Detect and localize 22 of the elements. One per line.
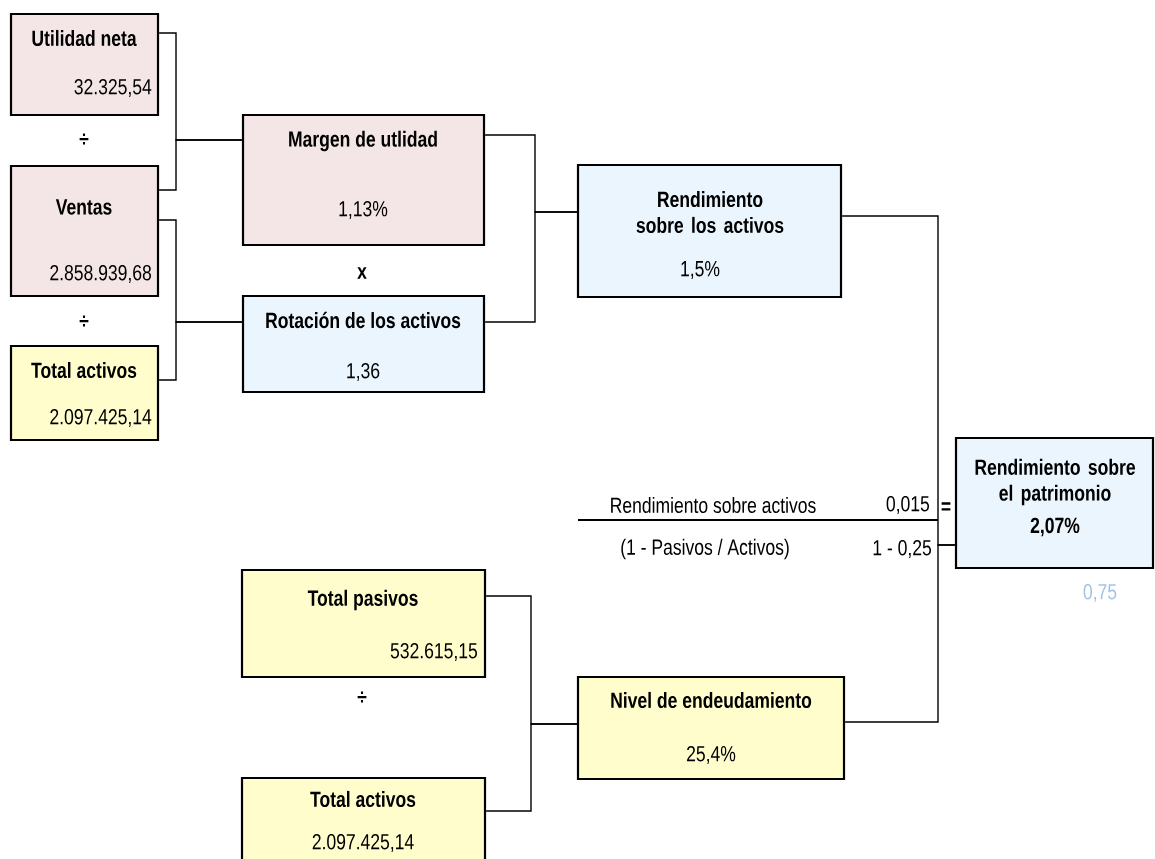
formula-text: = [941,502,951,511]
connector-line [844,544,956,723]
connector-line [158,321,243,381]
process-box: Rendimiento sobre los activos 1,5% [576,163,843,299]
connector-line [485,723,578,812]
process-box: Total pasivos 532.615,15 [240,568,487,679]
formula-text: (1 - Pasivos / Activos) [621,538,789,560]
formula-text: 1 - 0,25 [873,539,932,559]
process-box: Total activos 2.097.425,14 [240,776,487,859]
formula-text: 0,015 [886,495,930,515]
connector-line [158,139,243,191]
process-box: Utilidad neta 32.325,54 [9,12,160,117]
process-box: Total activos 2.097.425,14 [9,344,160,442]
connector-line [484,211,578,323]
formula-text: ÷ [79,315,89,327]
process-box: Rendimiento sobre el patrimonio 2,07% [954,436,1155,570]
formula-text: ÷ [79,133,89,145]
formula-text: Rendimiento sobre activos [611,496,816,514]
process-box: Rotación de los activos 1,36 [241,294,486,394]
formula-text: x [357,267,367,279]
process-box: Nivel de endeudamiento 25,4% [576,675,846,781]
process-box: Ventas 2.858.939,68 [9,164,160,298]
